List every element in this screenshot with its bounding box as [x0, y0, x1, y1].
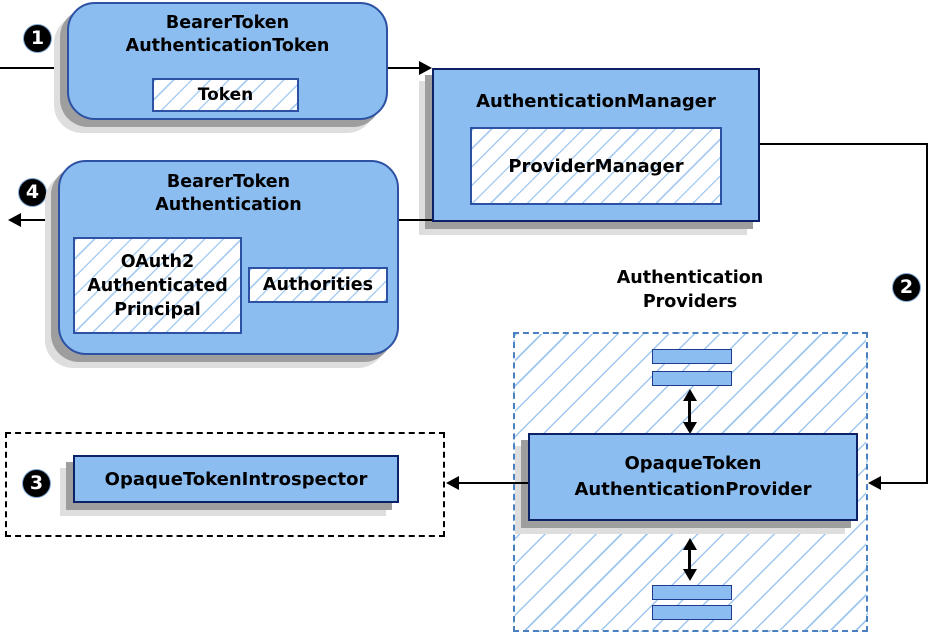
- node-title: AuthenticationManager: [476, 91, 716, 112]
- arrowhead-down-icon: [683, 569, 697, 581]
- node-title: OpaqueToken AuthenticationProvider: [574, 453, 812, 500]
- connector-step2-line-right: [926, 143, 928, 483]
- connector-double-arrow-top: [688, 399, 691, 424]
- node-oauth2-authenticated-principal: OAuth2 Authenticated Principal: [73, 237, 242, 334]
- provider-placeholder-bar: [652, 349, 732, 364]
- node-opaque-token-authentication-provider: OpaqueToken AuthenticationProvider: [528, 433, 858, 521]
- node-authentication-manager: AuthenticationManager ProviderManager: [432, 68, 760, 222]
- node-opaque-token-introspector: OpaqueTokenIntrospector: [73, 455, 399, 503]
- arrowhead-up-icon: [683, 538, 697, 550]
- provider-placeholder-bar: [652, 371, 732, 386]
- node-bearer-token-authentication-token: BearerToken AuthenticationToken Token: [67, 2, 388, 120]
- node-token-label: Token: [197, 85, 254, 105]
- arrowhead-left-icon: [8, 213, 21, 227]
- opaque-token-introspector-container: [5, 432, 445, 537]
- node-principal-label: OAuth2 Authenticated Principal: [87, 251, 228, 320]
- arrowhead-up-icon: [683, 389, 697, 401]
- connector-step2-line-bottom: [880, 482, 928, 484]
- provider-placeholder-bar: [652, 605, 732, 620]
- arrowhead-right-icon: [419, 61, 432, 75]
- node-title: BearerToken AuthenticationToken: [125, 13, 330, 56]
- node-provider-manager: ProviderManager: [470, 127, 722, 205]
- node-token: Token: [152, 78, 299, 112]
- node-title: BearerToken Authentication: [155, 172, 302, 215]
- connector-manager-to-authentication: [399, 219, 432, 221]
- node-title: OpaqueTokenIntrospector: [104, 468, 368, 490]
- step4-badge: 4: [19, 179, 46, 206]
- step3-badge: 3: [23, 470, 50, 497]
- authentication-providers-title: Authentication Providers: [616, 268, 764, 312]
- arrowhead-left-icon: [868, 476, 881, 490]
- step2-badge: 2: [893, 274, 920, 301]
- node-provider-manager-label: ProviderManager: [508, 155, 684, 177]
- node-authorities-label: Authorities: [262, 275, 374, 295]
- provider-placeholder-bar: [652, 585, 732, 600]
- node-bearer-token-authentication: BearerToken Authentication OAuth2 Authen…: [58, 160, 399, 355]
- arrowhead-down-icon: [683, 422, 697, 434]
- node-authorities: Authorities: [248, 267, 388, 303]
- connector-double-arrow-bottom: [688, 548, 691, 571]
- connector-step3-line: [458, 482, 528, 484]
- connector-step2-line-top: [760, 143, 928, 145]
- step1-badge: 1: [24, 25, 51, 52]
- connector-step4-line: [20, 219, 58, 221]
- arrowhead-left-icon: [446, 476, 459, 490]
